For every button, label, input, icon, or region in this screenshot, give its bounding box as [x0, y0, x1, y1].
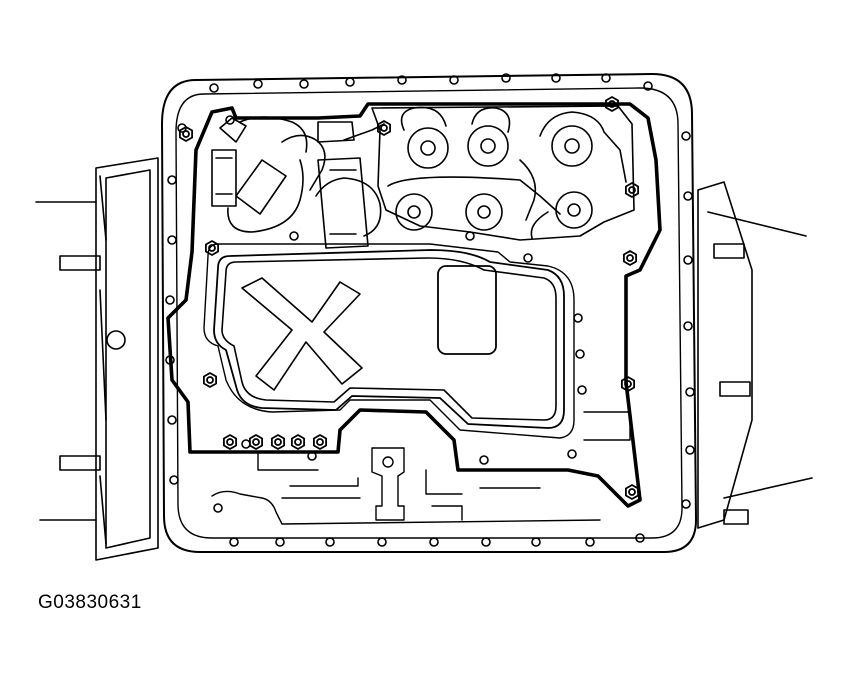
bolt-hole	[635, 533, 645, 543]
bolt-hole	[275, 537, 285, 547]
bolt-hole	[325, 537, 335, 547]
bolt-hole	[165, 355, 175, 365]
bolt-hole	[683, 191, 693, 201]
bolt-hole	[681, 499, 691, 509]
bolt-hole	[299, 79, 309, 89]
bolt-hole	[253, 79, 263, 89]
bolt-hole	[479, 455, 489, 465]
figure-code: G03830631	[38, 592, 142, 613]
hex-bolt-center	[252, 438, 260, 446]
gasket-outline	[166, 102, 662, 508]
bolt-hole	[397, 75, 407, 85]
bolt-hole	[681, 131, 691, 141]
bolt-hole	[577, 385, 587, 395]
bolt-hole	[377, 537, 387, 547]
bolt-hole	[345, 77, 355, 87]
bolt-hole	[481, 537, 491, 547]
bolt-hole	[683, 321, 693, 331]
hex-bolt	[625, 484, 639, 500]
hex-bolt-center	[208, 244, 216, 252]
hex-bolt	[625, 182, 639, 198]
bolt-hole	[165, 295, 175, 305]
hex-bolt-center	[206, 376, 214, 384]
bolt-hole	[429, 537, 439, 547]
hex-bolt-center	[294, 438, 302, 446]
hex-bolt	[621, 376, 635, 392]
transmission-housing-left	[35, 157, 159, 561]
bolt-hole	[167, 175, 177, 185]
bolt-hole	[213, 503, 223, 513]
hex-bolt	[204, 240, 220, 256]
valve-body-plate	[203, 243, 575, 439]
hex-bolt	[312, 434, 328, 450]
oil-strainer	[213, 249, 565, 429]
hex-bolt-center	[274, 438, 282, 446]
hex-bolt	[178, 126, 194, 142]
transmission-housing-right	[697, 181, 813, 529]
bolt-hole	[523, 253, 533, 263]
bolt-hole	[167, 235, 177, 245]
bolt-hole	[551, 73, 561, 83]
solenoid-assembly	[371, 105, 635, 241]
bolt-hole	[229, 537, 239, 547]
oil-pan-flange	[161, 73, 697, 553]
hex-bolt	[248, 434, 264, 450]
bolt-hole	[531, 537, 541, 547]
hex-bolt	[270, 434, 286, 450]
bolt-hole	[585, 537, 595, 547]
hex-bolt-center	[628, 488, 636, 496]
lower-channels	[211, 411, 631, 525]
hex-bolt-center	[316, 438, 324, 446]
hex-bolt	[376, 120, 392, 136]
bolt-hole	[567, 449, 577, 459]
bolt-hole	[643, 81, 653, 91]
bolt-hole	[575, 349, 585, 359]
hex-bolt-center	[608, 100, 616, 108]
hex-bolt	[623, 250, 637, 266]
bolt-hole	[209, 83, 219, 93]
hex-bolt-center	[626, 254, 634, 262]
hex-bolt-center	[380, 124, 388, 132]
hex-bolt	[222, 434, 238, 450]
hex-bolt-center	[182, 130, 190, 138]
bolt-hole	[307, 451, 317, 461]
hex-bolt	[202, 372, 218, 388]
hex-bolt-group	[178, 96, 639, 500]
bolt-hole	[465, 231, 475, 241]
bolt-hole	[169, 475, 179, 485]
bolt-hole	[685, 445, 695, 455]
hex-bolt	[290, 434, 306, 450]
bolt-hole	[685, 387, 695, 397]
bolt-hole	[501, 73, 511, 83]
bolt-hole	[225, 115, 235, 125]
bolt-hole	[601, 73, 611, 83]
hex-bolt-center	[226, 438, 234, 446]
bolt-hole	[167, 415, 177, 425]
bolt-hole	[449, 75, 459, 85]
hex-bolt-center	[628, 186, 636, 194]
hex-bolt-center	[624, 380, 632, 388]
bolt-hole	[573, 313, 583, 323]
bolt-hole	[289, 231, 299, 241]
bolt-hole	[241, 439, 251, 449]
wiring-harness	[211, 116, 385, 249]
hex-bolt	[605, 96, 619, 112]
bolt-hole	[683, 255, 693, 265]
